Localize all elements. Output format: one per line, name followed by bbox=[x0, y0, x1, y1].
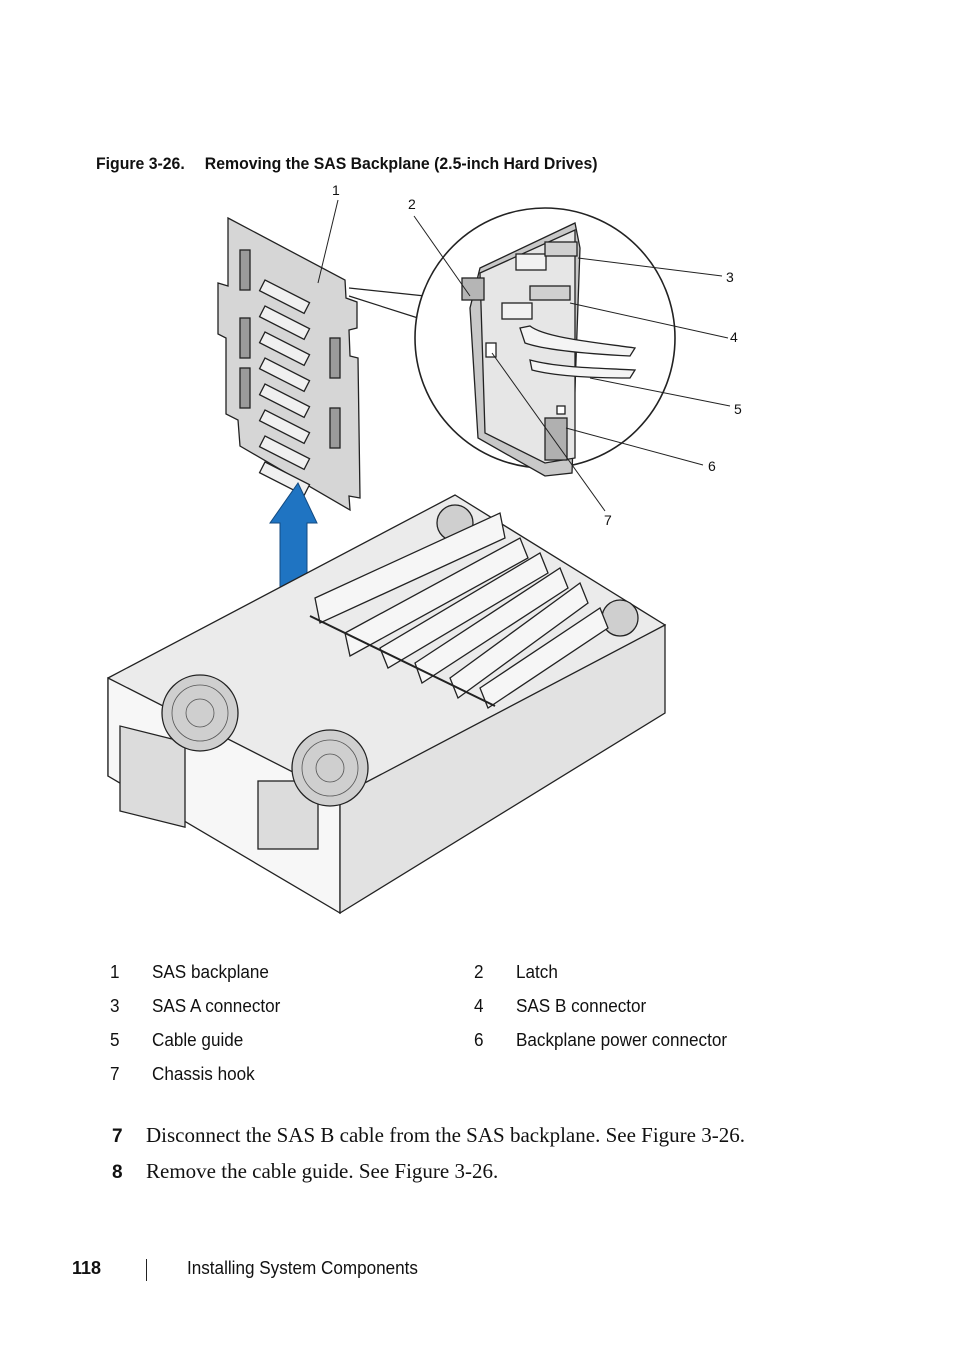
callout-6: 6 bbox=[708, 458, 716, 474]
step-number: 8 bbox=[112, 1162, 123, 1183]
figure-title: Removing the SAS Backplane (2.5-inch Har… bbox=[204, 154, 598, 173]
procedure-step: 8 Remove the cable guide. See Figure 3-26… bbox=[112, 1159, 498, 1184]
legend-num: 6 bbox=[474, 1030, 484, 1050]
figure-legend: 1 SAS backplane 2 Latch 3 SAS A connecto… bbox=[110, 962, 810, 1098]
legend-num: 2 bbox=[474, 962, 484, 982]
step-text: Disconnect the SAS B cable from the SAS … bbox=[146, 1123, 745, 1147]
callout-labels: 1 2 3 4 5 6 7 bbox=[332, 182, 742, 528]
footer-divider bbox=[146, 1259, 147, 1281]
legend-num: 5 bbox=[110, 1030, 120, 1050]
footer-section-title: Installing System Components bbox=[187, 1258, 418, 1278]
legend-num: 3 bbox=[110, 996, 120, 1016]
callout-7: 7 bbox=[604, 512, 612, 528]
callout-1: 1 bbox=[332, 182, 340, 198]
page-number: 118 bbox=[72, 1258, 102, 1278]
backplane-removal-illustration: 1 2 3 4 5 6 7 bbox=[107, 182, 742, 915]
legend-num: 4 bbox=[474, 996, 484, 1016]
callout-3: 3 bbox=[726, 269, 734, 285]
legend-row: 1 SAS backplane 2 Latch bbox=[110, 962, 810, 996]
legend-row: 7 Chassis hook bbox=[110, 1064, 810, 1098]
server-chassis-drawing bbox=[107, 494, 667, 915]
legend-row: 3 SAS A connector 4 SAS B connector bbox=[110, 996, 810, 1030]
latch-detail-view bbox=[414, 207, 676, 477]
callout-4: 4 bbox=[730, 329, 738, 345]
legend-label: Chassis hook bbox=[152, 1064, 255, 1084]
callout-5: 5 bbox=[734, 401, 742, 417]
legend-label: SAS A connector bbox=[152, 996, 281, 1016]
figure-caption: Figure 3-26. Removing the SAS Backplane (… bbox=[96, 154, 598, 174]
figure-number: Figure 3-26. bbox=[96, 154, 185, 173]
step-number: 7 bbox=[112, 1126, 123, 1147]
legend-label: Backplane power connector bbox=[516, 1030, 728, 1050]
legend-label: SAS backplane bbox=[152, 962, 269, 982]
legend-row: 5 Cable guide 6 Backplane power connecto… bbox=[110, 1030, 810, 1064]
callout-2: 2 bbox=[408, 196, 416, 212]
legend-label: Latch bbox=[516, 962, 558, 982]
procedure-step: 7 Disconnect the SAS B cable from the SAS… bbox=[112, 1123, 745, 1148]
legend-num: 1 bbox=[110, 962, 120, 982]
sas-backplane-drawing bbox=[217, 216, 361, 512]
legend-num: 7 bbox=[110, 1064, 120, 1084]
legend-label: Cable guide bbox=[152, 1030, 244, 1050]
legend-label: SAS B connector bbox=[516, 996, 647, 1016]
step-text: Remove the cable guide. See Figure 3-26. bbox=[146, 1159, 499, 1183]
